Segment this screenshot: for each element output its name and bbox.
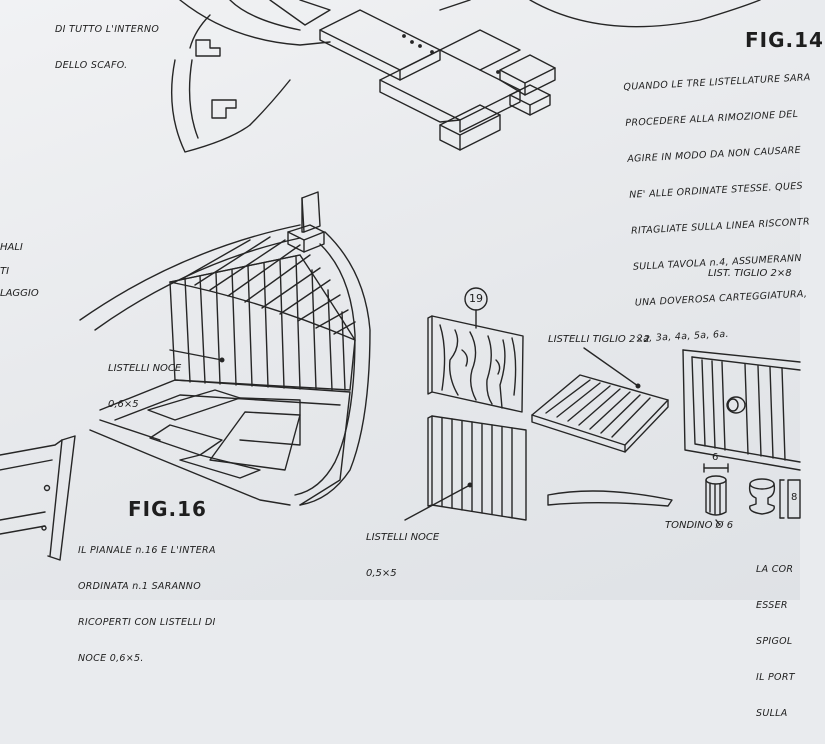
wood-grain-board	[427, 315, 524, 413]
left-fragment-3: LAGGIO	[0, 288, 39, 299]
bottom-right-note: LA COR ESSER SPIGOL IL PORT SULLA	[756, 540, 795, 744]
fig16-title: FIG.16	[128, 497, 207, 521]
fig16-note-line-4: NOCE 0,6×5.	[78, 653, 144, 664]
listelli-tiglio-label: LISTELLI TIGLIO 2×2	[548, 334, 651, 345]
blueprint-sheet: DI TUTTO L'INTERNO DELLO SCAFO. FIG.14 Q…	[0, 0, 823, 719]
leader-dot-noce	[467, 482, 473, 488]
top-left-note: DI TUTTO L'INTERNO DELLO SCAFO.	[55, 0, 159, 96]
fig16-listelli-label: LISTELLI NOCE 0,6×5	[108, 339, 181, 435]
fig14-note-line-7: UNA DOVEROSA CARTEGGIATURA,	[634, 288, 808, 309]
leader-line-tondino	[715, 519, 721, 526]
leader-dot-tiglio	[635, 383, 641, 389]
list-tiglio-right-label: LIST. TIGLIO 2×8	[708, 268, 792, 279]
left-fragment-2: TI	[0, 266, 10, 277]
fig16-note-line-2: ORDINATA n.1 SARANNO	[78, 581, 201, 592]
top-left-note-line-2: DELLO SCAFO.	[55, 60, 128, 71]
hull-section-drawing	[171, 0, 331, 153]
fig16-note-line-1: IL PIANALE n.16 E L'INTERA	[78, 545, 216, 556]
fig14-note-line-4: NE' ALLE ORDINATE STESSE. QUES	[628, 180, 804, 201]
fig14-note-line-1: QUANDO LE TRE LISTELLATURE SARA	[623, 72, 811, 93]
leader-line-fig16	[169, 349, 223, 361]
bottom-right-line-2: ESSER	[756, 600, 788, 611]
top-left-note-line-1: DI TUTTO L'INTERNO	[55, 24, 160, 35]
part-19-number: 19	[469, 292, 483, 305]
fig16-listelli-line-2: 0,6×5	[108, 399, 139, 410]
fig14-note-line-8: 2a, 3a, 4a, 5a, 6a.	[636, 328, 730, 345]
dimension-6-label: 6	[712, 452, 719, 463]
fig16-note-line-3: RICOPERTI CON LISTELLI DI	[78, 617, 216, 628]
dimension-box-8	[787, 479, 801, 519]
fig14-title: FIG.14	[745, 28, 824, 52]
listelli-noce-label: LISTELLI NOCE 0,5×5	[366, 508, 439, 604]
fig14-note-line-3: AGIRE IN MODO DA NON CAUSARE	[627, 144, 802, 165]
bottom-right-line-3: SPIGOL	[756, 636, 793, 647]
fig14-note: QUANDO LE TRE LISTELLATURE SARA PROCEDER…	[622, 48, 825, 369]
fig14-note-line-2: PROCEDERE ALLA RIMOZIONE DEL	[625, 108, 799, 129]
blueprint-drawing	[0, 0, 801, 561]
bottom-right-line-1: LA COR	[756, 564, 794, 575]
knob-part	[748, 478, 785, 519]
left-fragment-1: HALI	[0, 242, 23, 253]
listelli-noce-line-2: 0,5×5	[366, 568, 397, 579]
fig16-boat-drawing	[79, 191, 371, 506]
frame-pieces-drawing	[319, 0, 761, 151]
thin-strip	[547, 490, 673, 507]
dowel-cylinder	[703, 463, 729, 516]
bottom-right-line-4: IL PORT	[756, 672, 795, 683]
dimension-8-label: 8	[791, 492, 798, 503]
vertical-plank-board	[427, 415, 527, 521]
fig14-note-line-5: RITAGLIATE SULLA LINEA RISCONTR	[630, 216, 811, 237]
tondino-label: TONDINO Ø 6	[665, 520, 734, 531]
bottom-right-line-5: SULLA	[756, 708, 788, 719]
listelli-noce-line-1: LISTELLI NOCE	[366, 532, 440, 543]
hatch-panel	[531, 374, 669, 453]
leader-dot-fig16	[219, 357, 225, 363]
door-panel	[682, 349, 801, 471]
left-frame-fragment	[0, 435, 76, 561]
fig16-listelli-line-1: LISTELLI NOCE	[108, 363, 182, 374]
leader-line-tiglio	[583, 347, 639, 387]
leader-line-noce	[404, 484, 471, 521]
fig16-note: IL PIANALE n.16 E L'INTERA ORDINATA n.1 …	[78, 521, 216, 689]
